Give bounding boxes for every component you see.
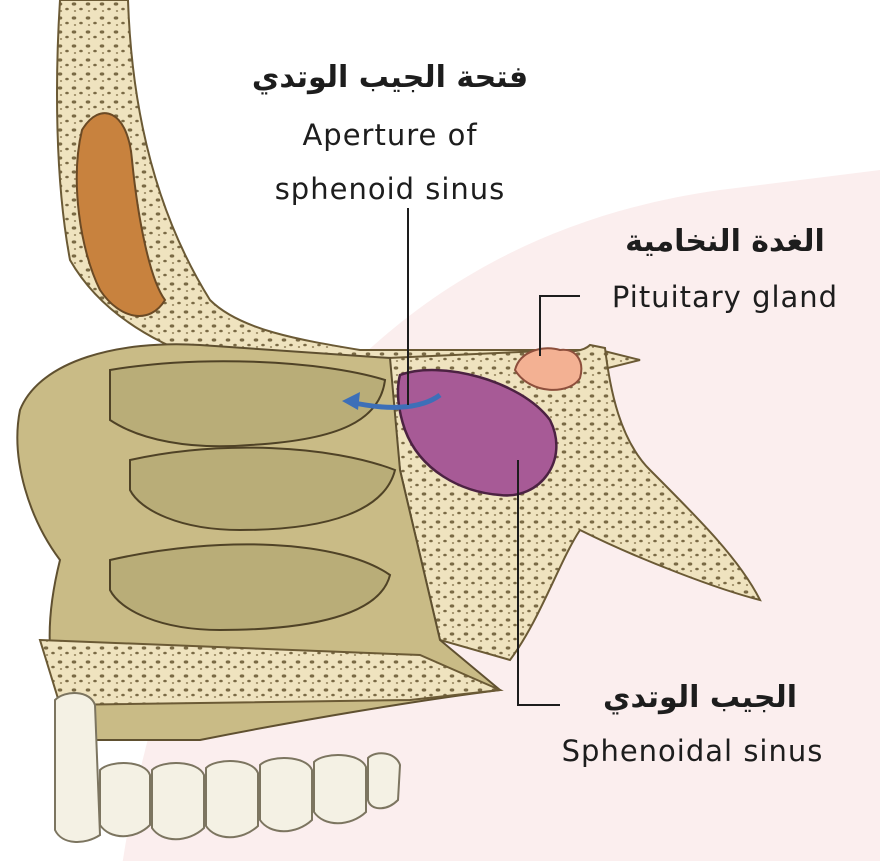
aperture-label-english-line1: Aperture of <box>225 118 555 152</box>
sphenoidal-label-english: Sphenoidal sinus <box>520 734 865 768</box>
aperture-label-arabic: فتحة الجيب الوتدي <box>225 60 555 95</box>
incisor-tooth <box>55 693 100 842</box>
aperture-label-english-line2: sphenoid sinus <box>225 172 555 206</box>
pituitary-label-english: Pituitary gland <box>580 280 870 314</box>
pituitary-label-arabic: الغدة النخامية <box>590 224 860 259</box>
sphenoidal-label-arabic: الجيب الوتدي <box>570 680 830 715</box>
